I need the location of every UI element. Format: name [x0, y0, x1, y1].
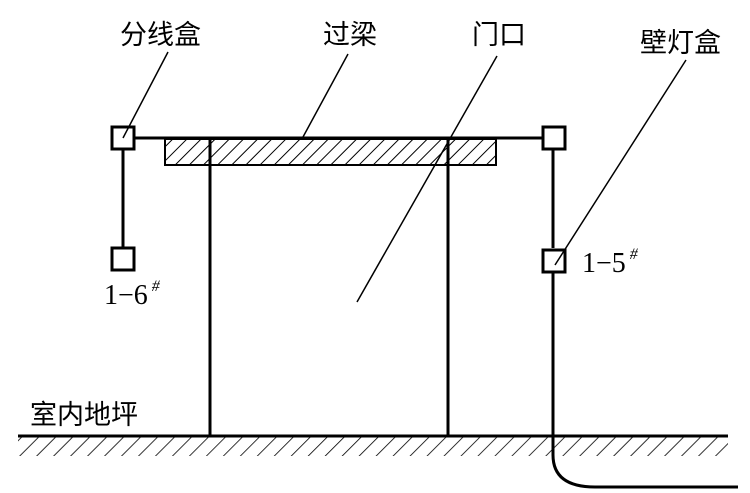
right-conduit — [551, 149, 738, 489]
box-id-right: 1−5# — [582, 246, 639, 279]
label-doorway: 门口 — [472, 20, 526, 51]
lintel-beam — [164, 138, 497, 166]
floor-ground — [18, 434, 728, 456]
box-id-right-main: 1−5 — [582, 248, 626, 279]
label-lintel: 过梁 — [323, 20, 377, 51]
box-id-left-sup: # — [152, 278, 161, 295]
box-id-left: 1−6# — [104, 278, 161, 311]
right-junction-box — [541, 125, 567, 151]
label-indoor-floor: 室内地坪 — [30, 400, 138, 431]
leader-lintel — [302, 53, 349, 138]
label-junction-box: 分线盒 — [120, 20, 201, 51]
wall-lamp-box — [541, 248, 567, 274]
box-id-right-sup: # — [630, 246, 639, 263]
leader-wall-lamp-box — [554, 59, 687, 266]
box-id-left-main: 1−6 — [104, 280, 148, 311]
leader-junction-box — [122, 51, 169, 139]
leader-doorway — [356, 55, 498, 303]
left-outlet-box — [110, 246, 136, 272]
label-wall-lamp-box: 壁灯盒 — [640, 28, 721, 59]
